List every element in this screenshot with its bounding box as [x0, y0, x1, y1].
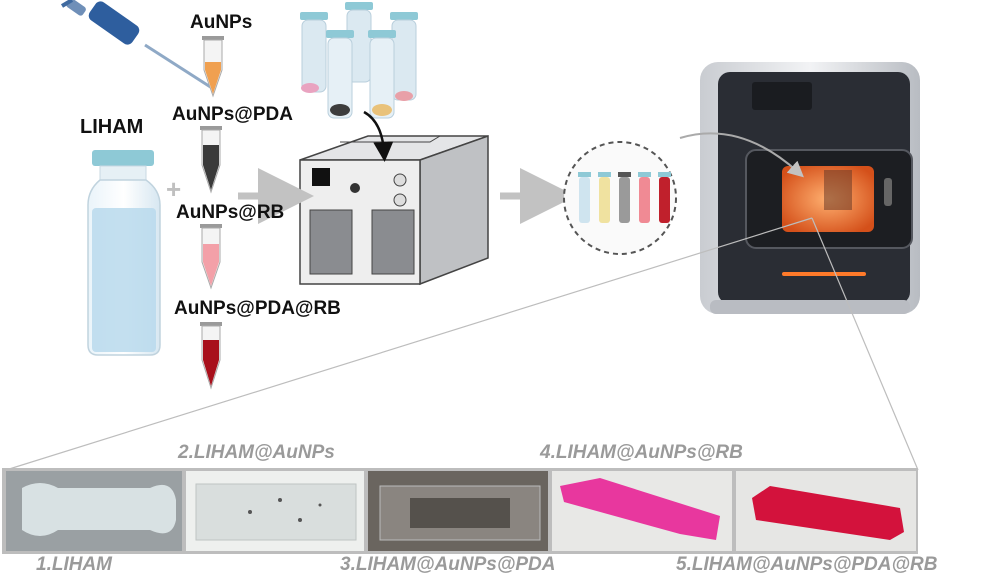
- sample-photo-1: [6, 471, 182, 551]
- plus-sign: +: [166, 174, 181, 204]
- sample-photo-2: [186, 471, 364, 551]
- label-liham: LIHAM: [80, 116, 144, 138]
- sample-photo-4: [552, 471, 732, 551]
- label-aunps: AuNPs: [190, 12, 253, 33]
- sample-photo-3: [368, 471, 548, 551]
- caption-sample-1: 1.LIHAM: [36, 554, 112, 575]
- zoom-line-left: [5, 217, 813, 471]
- label-aunps-pda: AuNPs@PDA: [172, 104, 293, 125]
- mixer-device: [299, 134, 489, 286]
- aunps-pda-tube: [200, 126, 222, 194]
- sample-photo-strip: [2, 468, 918, 554]
- caption-sample-2: 2.LIHAM@AuNPs: [178, 442, 335, 463]
- aunps-pda-rb-tube: [200, 322, 222, 390]
- load-arrow: [363, 110, 394, 162]
- powder-vials: [300, 2, 418, 119]
- caption-sample-4: 4.LIHAM@AuNPs@RB: [540, 442, 743, 463]
- print-arrow: [679, 132, 804, 178]
- aunps-rb-tube: [200, 224, 222, 290]
- resin-vials-circle: [563, 141, 677, 255]
- zoom-line-right: [811, 217, 919, 471]
- liham-vial: [87, 150, 161, 356]
- label-aunps-rb: AuNPs@RB: [176, 202, 285, 223]
- 3d-printer: [700, 62, 920, 314]
- aunps-tube: [202, 36, 224, 98]
- sample-photo-5: [736, 471, 916, 551]
- pipette-icon: [60, 0, 213, 90]
- caption-sample-5: 5.LIHAM@AuNPs@PDA@RB: [676, 554, 938, 575]
- label-aunps-pda-rb: AuNPs@PDA@RB: [174, 298, 341, 319]
- caption-sample-3: 3.LIHAM@AuNPs@PDA: [340, 554, 556, 575]
